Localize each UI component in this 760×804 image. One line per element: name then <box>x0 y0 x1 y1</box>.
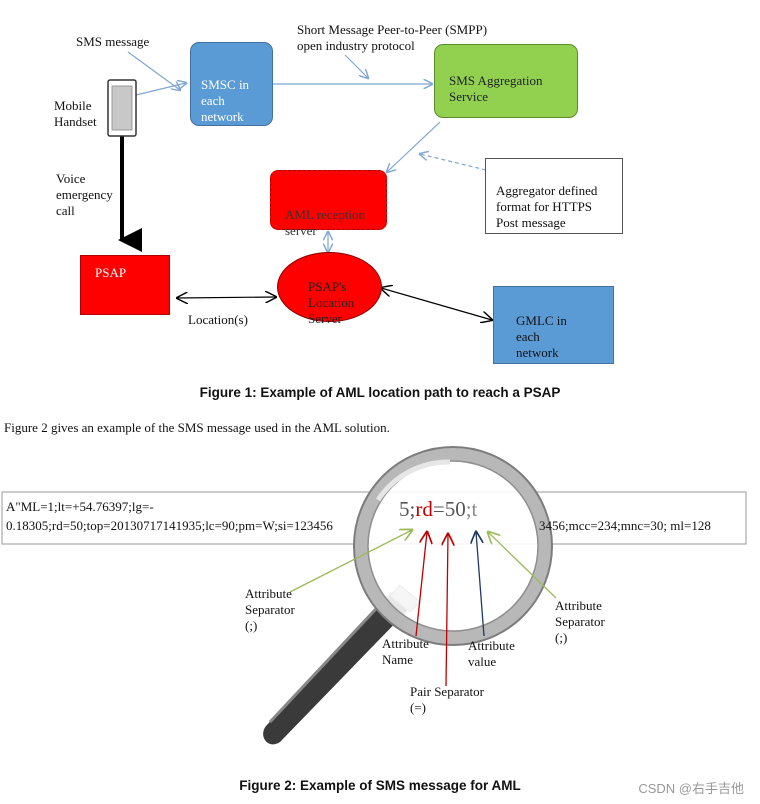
magnified-attr-name: rd <box>415 497 433 521</box>
attr-name-arrow <box>415 532 427 637</box>
location-server-node: PSAP's Location Server <box>277 252 382 326</box>
aml-server-label: AML reception server <box>285 207 366 238</box>
format-note-arrow <box>420 154 487 171</box>
magnified-pair-sep: = <box>432 497 445 521</box>
attr-sep-right-arrow <box>488 532 557 599</box>
figure1-caption: Figure 1: Example of AML location path t… <box>199 385 561 400</box>
gmlc-label: GMLC in each network <box>516 313 567 360</box>
attr-sep-right-label: Attribute Separator (;) <box>555 598 605 645</box>
location-gmlc-arrow <box>381 288 492 320</box>
handset-smsc-arrow <box>135 83 186 96</box>
psap-location-arrow <box>177 297 276 298</box>
figure2-caption: Figure 2: Example of SMS message for AML <box>239 778 521 793</box>
aggregation-node: SMS Aggregation Service <box>434 44 578 118</box>
sms-message-line-2-end: 3456;mcc=234;mnc=30; ml=128 <box>539 518 711 533</box>
psap-node: PSAP <box>80 255 170 315</box>
aggregation-label: SMS Aggregation Service <box>449 73 543 104</box>
attr-value-arrow <box>476 532 485 637</box>
sms-message-line-2: 0.18305;rd=50;top=20130717141935;lc=90;p… <box>6 518 333 533</box>
watermark: CSDN @右手吉他 <box>638 781 744 796</box>
smsc-label: SMSC in each network <box>201 77 250 124</box>
magnified-text: 5;rd=50;t <box>399 497 477 522</box>
pair-sep-label: Pair Separator (=) <box>410 684 485 715</box>
magnified-prefix: 5; <box>399 497 416 521</box>
smsc-node: SMSC in each network <box>190 42 273 126</box>
voice-call-label: Voice emergency call <box>56 171 113 218</box>
body-text: Figure 2 gives an example of the SMS mes… <box>4 420 390 435</box>
aggregator-format-note: Aggregator defined format for HTTPS Post… <box>485 158 623 234</box>
sms-message-label: SMS message <box>76 34 150 49</box>
pair-sep-arrow <box>446 534 448 687</box>
magnified-suffix: ;t <box>465 497 478 521</box>
psap-label: PSAP <box>95 265 127 280</box>
mobile-handset-icon <box>107 79 137 137</box>
magnified-attr-value: 50 <box>444 497 466 521</box>
attr-value-label: Attribute value <box>468 638 515 669</box>
attr-name-label: Attribute Name <box>382 636 429 667</box>
smpp-label: Short Message Peer-to-Peer (SMPP) open i… <box>297 22 488 53</box>
location-server-label: PSAP's Location Server <box>308 279 355 326</box>
aml-reception-server-node: AML reception server <box>270 170 387 238</box>
gmlc-node: GMLC in each network <box>493 286 614 364</box>
aggregator-format-label: Aggregator defined format for HTTPS Post… <box>496 183 598 230</box>
smpp-arrow <box>344 54 368 78</box>
attr-sep-left-arrow <box>289 530 412 593</box>
attr-sep-left-label: Attribute Separator (;) <box>245 586 295 633</box>
aggregation-aml-arrow <box>387 121 441 172</box>
sms-message-arrow <box>127 51 180 90</box>
mobile-handset-label: Mobile Handset <box>54 98 97 129</box>
magnifier-lens-icon <box>353 446 553 646</box>
sms-message-line-1: A"ML=1;lt=+54.76397;lg=- <box>6 499 154 514</box>
locations-label: Location(s) <box>188 312 248 327</box>
